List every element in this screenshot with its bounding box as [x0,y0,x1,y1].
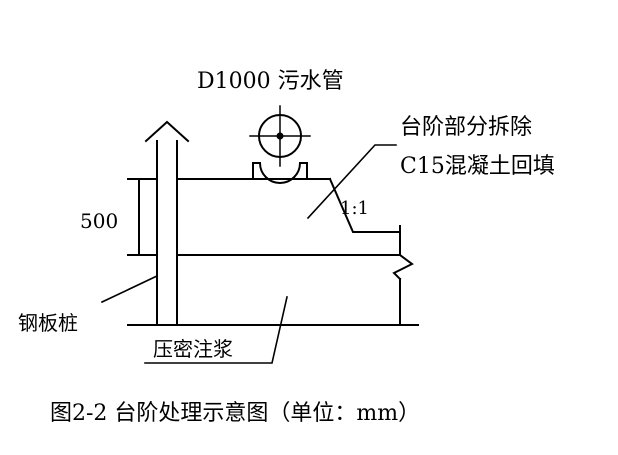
leader-lines [100,144,397,364]
dimension-500 [127,178,158,256]
slope-label: 1:1 [340,198,369,219]
removal-label: 台阶部分拆除 [400,115,533,140]
sheet-pile-label: 钢板桩 [18,311,78,335]
leader-removal [306,144,397,220]
pipe-assembly [249,105,311,184]
step-outline [176,177,414,326]
backfill-label: C15混凝土回填 [400,154,555,179]
grouting-label: 压密注浆 [153,337,233,361]
sheet-pile [144,120,190,324]
pipe-label: D1000 污水管 [197,69,344,94]
figure-caption: 图2-2 台阶处理示意图（单位：mm） [50,401,421,426]
dimension-label: 500 [80,209,119,233]
pipe-saddle [252,162,308,184]
leader-grouting [144,296,288,364]
leader-sheet-pile [100,274,159,304]
